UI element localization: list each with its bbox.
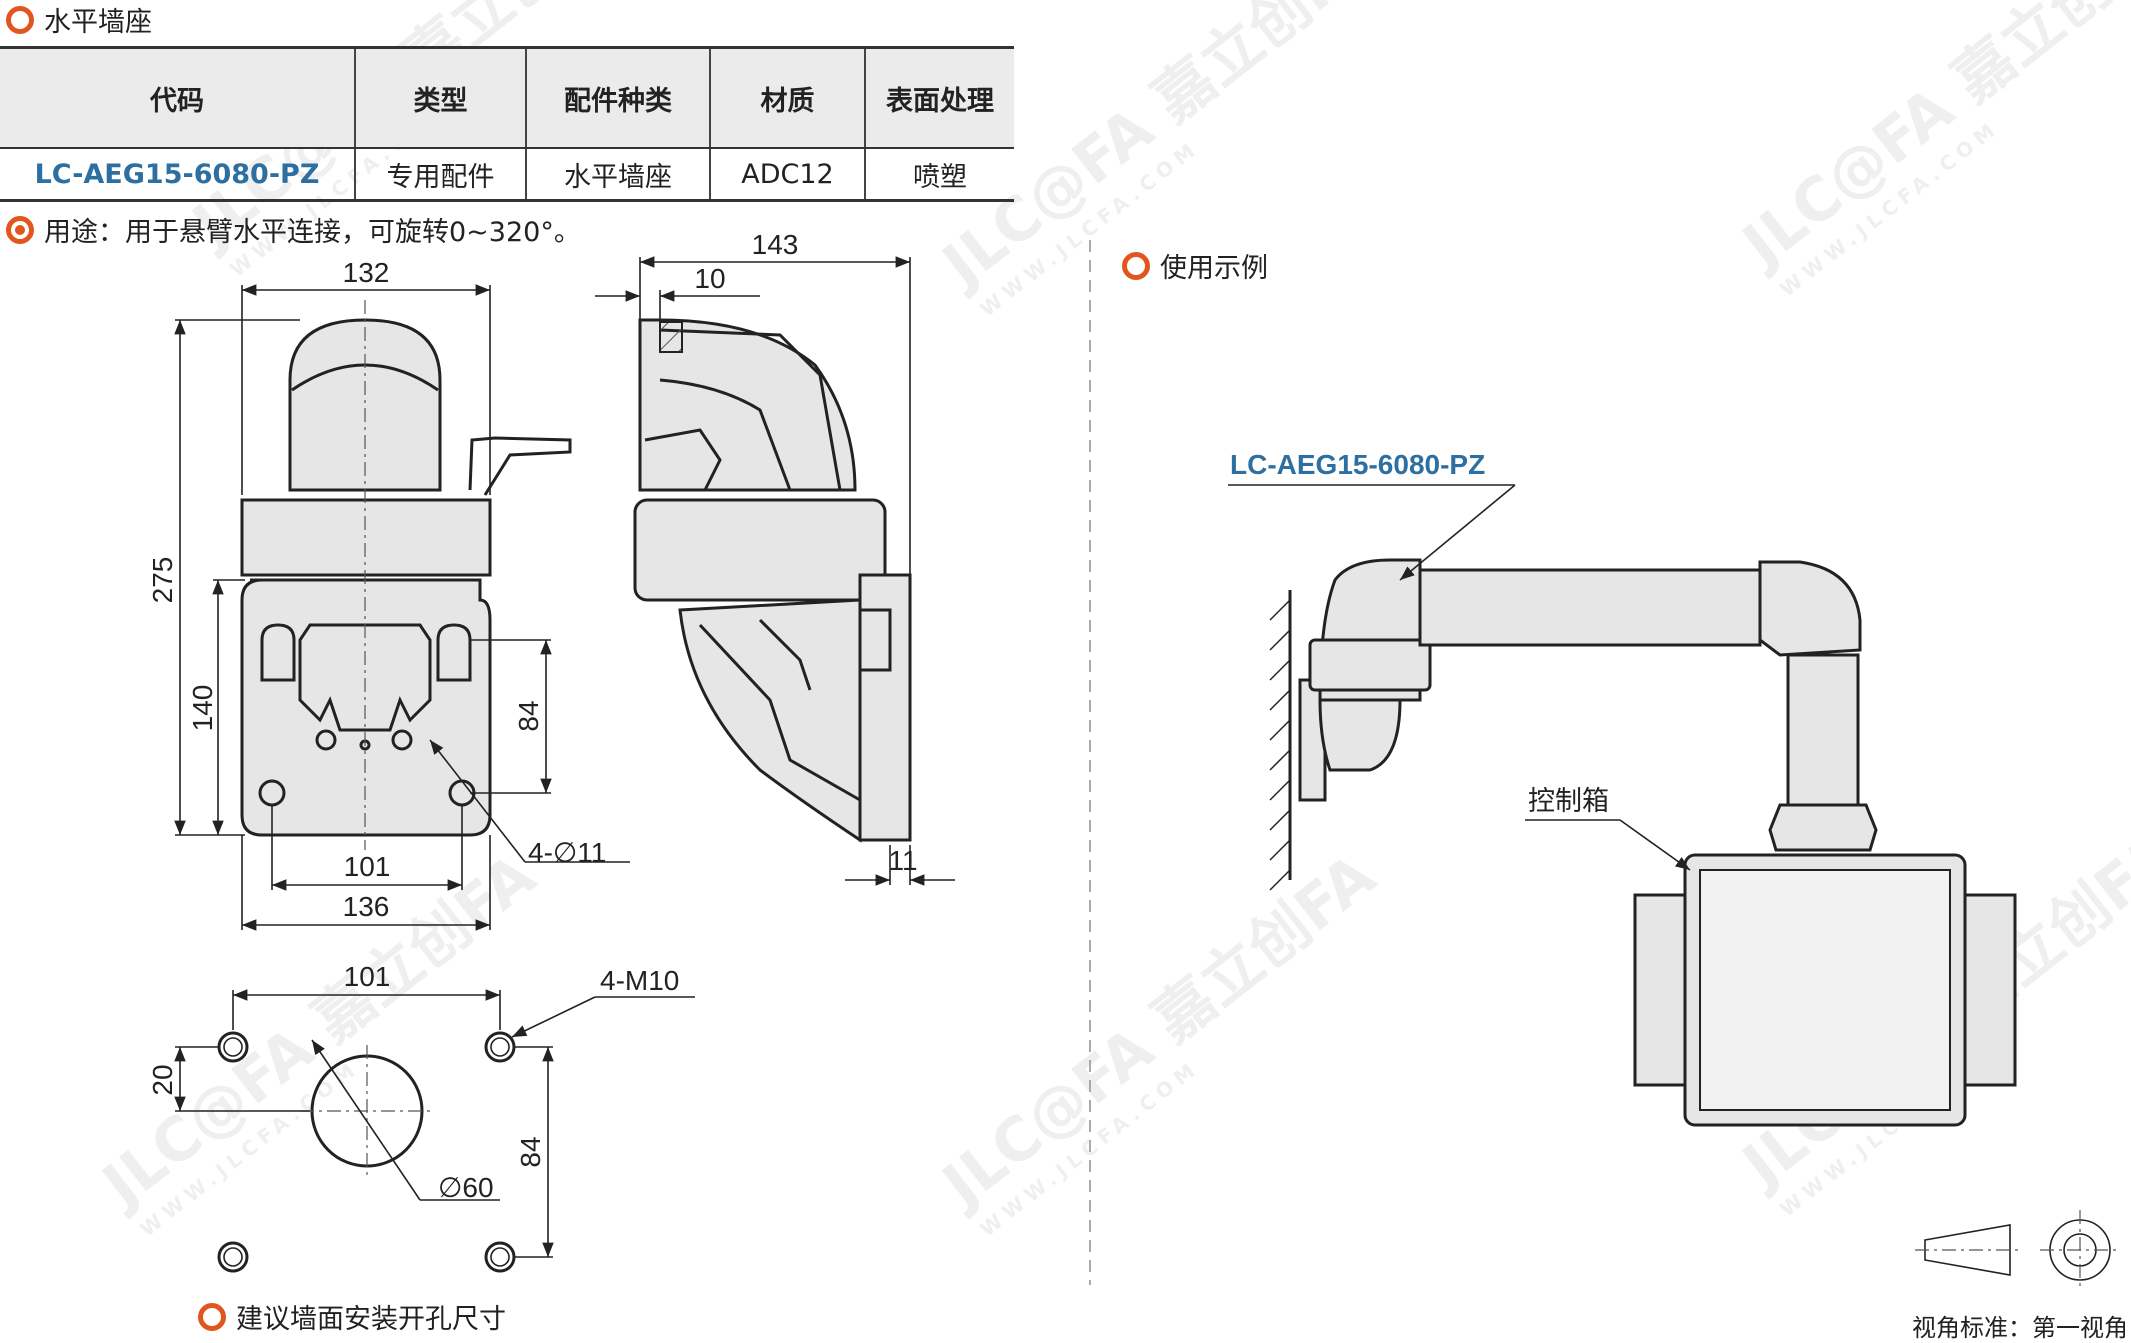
front-view: 132 275 140 84 101 136 4-∅11 [147,257,630,931]
dim-front-width-top: 132 [343,257,390,288]
example-title: 使用示例 [1122,246,1268,285]
dim-hole-spacing: 101 [344,961,391,992]
table-cell: 喷塑 [865,148,1014,202]
circle-bullet-icon [1122,251,1150,280]
table-cell: 水平墙座 [526,148,711,202]
dim-front-width-bottom: 136 [343,891,390,922]
table-cell-code: LC-AEG15-6080-PZ [0,148,356,202]
dim-hole-thread: 4-M10 [600,965,679,996]
table-cell: ADC12 [710,148,866,202]
projection-note: 视角标准：第一视角 [1912,1314,2128,1342]
section-title: 水平墙座 [6,0,152,39]
circle-bullet-icon [6,5,34,34]
circle-bullet-icon [198,1302,226,1331]
dim-front-height: 275 [147,557,178,604]
target-bullet-icon [6,215,34,244]
table-header-cell: 代码 [0,46,356,149]
dim-side-offset: 10 [694,263,725,294]
example-control-box-label: 控制箱 [1528,786,1609,817]
dim-side-plate: 11 [888,845,917,876]
hole-pattern: 101 4-M10 20 84 ∅60 [147,961,695,1273]
dim-front-hole-spacing: 101 [344,851,391,882]
dim-hole-offset: 20 [147,1064,178,1095]
first-angle-projection-icon [1915,1210,2120,1290]
spec-table: 代码 类型 配件种类 材质 表面处理 LC-AEG15-6080-PZ 专用配件… [0,46,1014,202]
side-view: 143 10 11 [595,229,955,886]
example-product-code: LC-AEG15-6080-PZ [1230,449,1485,480]
table-header-cell: 配件种类 [526,46,711,149]
table-cell: 专用配件 [355,148,527,202]
dim-front-holes: 4-∅11 [528,837,606,868]
table-header-cell: 材质 [710,46,866,149]
table-header-row: 代码 类型 配件种类 材质 表面处理 [0,46,1014,149]
usage-example: LC-AEG15-6080-PZ 控制箱 [1228,449,2017,1127]
dim-side-depth: 143 [752,229,799,260]
table-row: LC-AEG15-6080-PZ 专用配件 水平墙座 ADC12 喷塑 [0,148,1014,202]
dim-hole-center: ∅60 [438,1172,494,1203]
table-header-cell: 表面处理 [865,46,1014,149]
usage-note: 用途：用于悬臂水平连接，可旋转0~320°。 [6,210,581,249]
mount-hole-title: 建议墙面安装开孔尺寸 [198,1297,506,1336]
dim-front-plate-height: 140 [187,685,218,732]
table-header-cell: 类型 [355,46,527,149]
dim-hole-vertical: 84 [515,1136,546,1167]
dim-front-hole-vertical: 84 [513,700,544,731]
